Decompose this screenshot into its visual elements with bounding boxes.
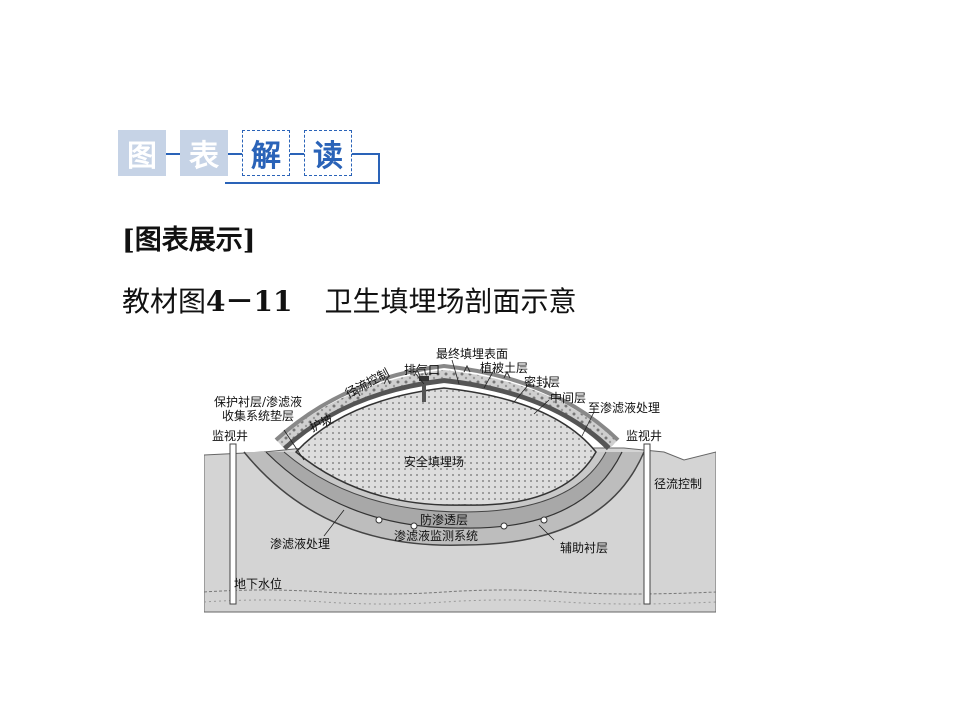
landfill-diagram: 最终填埋表面 排气口 植被土层 径流控制 密封层 中间层 保护衬层/渗滤液 收集… [204,346,716,613]
banner-bracket [378,153,380,184]
safe-landfill-body [294,387,597,506]
section-banner: 图 表 解 读 [118,126,388,190]
banner-char-2: 表 [180,130,228,176]
label-to-treatment: 至渗滤液处理 [588,400,660,415]
figure-caption: 教材图4－11 卫生填埋场剖面示意 [122,280,576,320]
section-label: [图表展示] [122,225,256,256]
label-vegetation: 植被土层 [480,360,528,375]
label-vent: 排气口 [404,362,440,377]
label-anti-seep: 防渗透层 [420,512,468,527]
caption-fig-number: 4－11 [206,285,293,318]
banner-char-4: 读 [304,130,352,176]
label-middle: 中间层 [550,390,586,405]
banner-underline [225,182,380,184]
label-aux-liner: 辅助衬层 [560,541,608,555]
label-groundwater: 地下水位 [234,576,282,591]
monitor-well-left [229,443,237,605]
label-seal: 密封层 [524,374,560,389]
cap-middle-layer [281,376,612,451]
label-safe-landfill: 安全填埋场 [404,454,464,469]
groundwater-line [204,589,716,595]
label-runoff-right: 径流控制 [654,477,702,491]
cap-vegetation-layer [274,363,620,442]
label-leachate-treatment: 渗滤液处理 [270,536,330,551]
label-protect-liner: 保护衬层/渗滤液 [214,394,302,409]
label-final-surface: 最终填埋表面 [436,346,508,361]
banner-char-1: 图 [118,130,166,176]
vent-pipe [422,380,426,402]
label-leachate-monitor: 渗滤液监测系统 [394,528,478,543]
label-collection: 收集系统垫层 [222,408,294,423]
monitor-well-right [643,443,651,605]
caption-title: 卫生填埋场剖面示意 [324,285,577,318]
banner-char-3: 解 [242,130,290,176]
cap-seal-layer [277,369,617,447]
label-monitor-right: 监视井 [626,428,662,443]
label-monitor-left: 监视井 [212,428,248,443]
caption-prefix: 教材图 [122,285,207,318]
